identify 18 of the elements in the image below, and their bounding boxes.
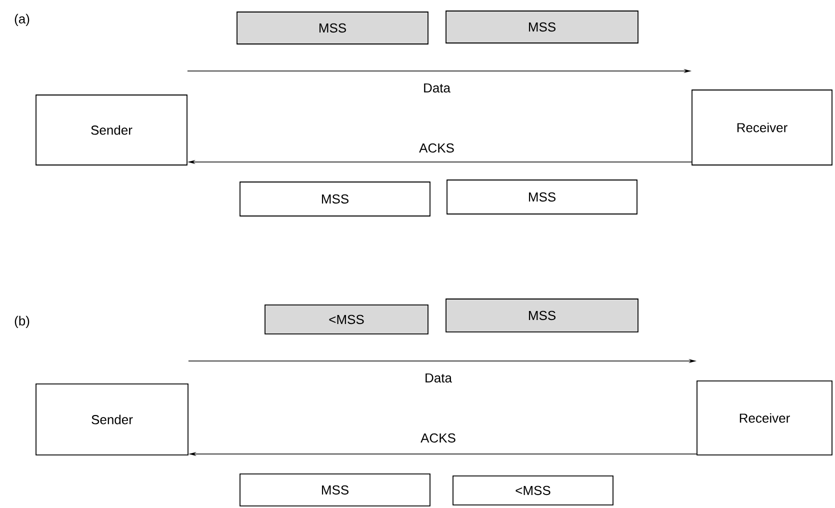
edge-label: Data [424,372,453,384]
segment-box: MSS [446,10,638,44]
panel-label: (a) [14,14,30,26]
segment-box: MSS [446,180,638,214]
host-box: Sender [36,384,188,456]
host-box: Sender [36,94,188,166]
segment-box: MSS [240,182,430,216]
segment-box: MSS [236,12,428,44]
segment-box: <MSS [452,476,614,506]
panel-label: (b) [14,316,30,328]
edge-label: ACKS [418,142,456,154]
host-box: Receiver [692,90,832,166]
segment-box: <MSS [264,304,428,334]
host-box: Receiver [696,380,832,456]
edge-label: Data [422,82,452,94]
edge-label: ACKS [420,432,457,444]
segment-box: MSS [240,474,430,506]
segment-box: MSS [446,298,638,332]
